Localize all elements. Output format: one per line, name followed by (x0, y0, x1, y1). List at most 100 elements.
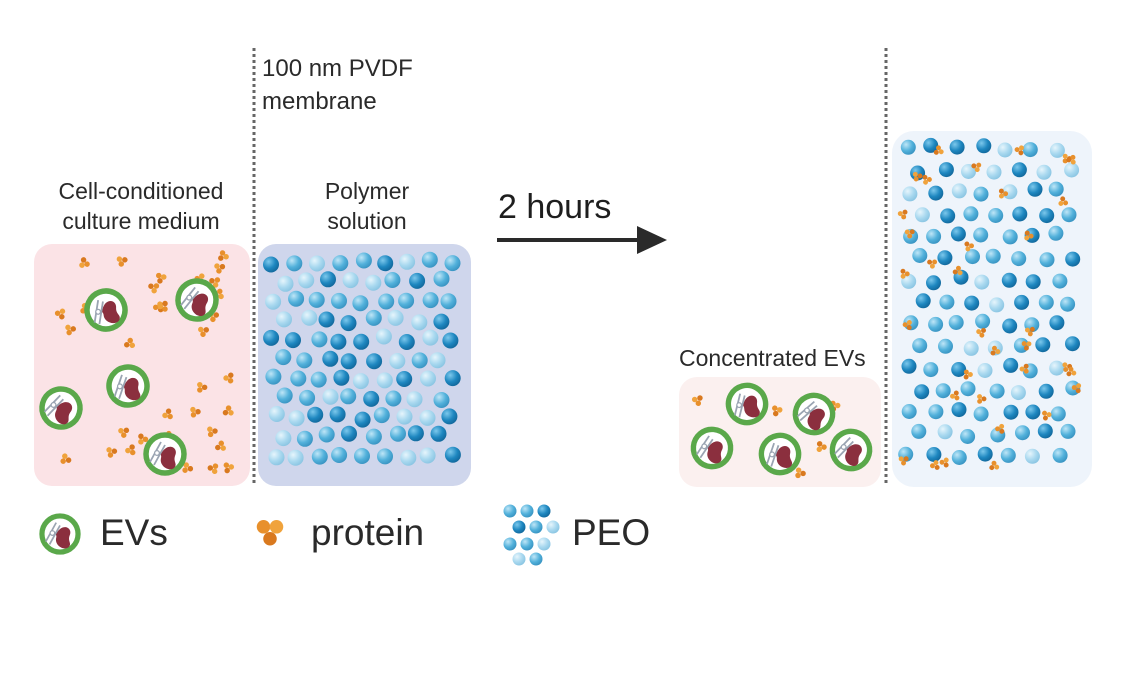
membrane-label: 100 nm PVDF membrane (262, 52, 413, 118)
peo-bead (1064, 162, 1080, 178)
peo-bead (433, 392, 450, 408)
peo-bead (366, 353, 383, 370)
peo-bead (512, 520, 526, 534)
peo-bead (376, 372, 393, 389)
peo-bead (299, 389, 316, 406)
peo-bead (937, 424, 953, 440)
peo-bead (928, 404, 944, 420)
peo-bead (529, 552, 543, 566)
peo-bead (365, 274, 382, 291)
peo-bead (977, 446, 993, 462)
legend-protein-label: protein (311, 512, 425, 553)
peo-bead (973, 227, 989, 243)
peo-bead (263, 256, 279, 273)
peo-bead (902, 186, 918, 202)
peo-bead (268, 406, 285, 422)
peo-bead (409, 272, 426, 289)
peo-bead (310, 371, 327, 388)
peo-bead (373, 407, 390, 424)
peo-bead (1012, 206, 1028, 222)
peo-bead (275, 349, 292, 366)
peo-bead (974, 274, 990, 290)
peo-bead (375, 328, 392, 345)
peo-bead (951, 362, 967, 377)
peo-bead (298, 272, 315, 289)
peo-bead (1037, 423, 1053, 439)
peo-bead (1003, 404, 1019, 420)
legend-peo-icon (503, 504, 560, 566)
peo-bead (342, 272, 359, 289)
peo-bead (290, 370, 307, 387)
peo-bead (1035, 337, 1051, 353)
peo-bead (363, 390, 380, 407)
peo-bead (923, 362, 939, 378)
peo-bead (1000, 447, 1016, 463)
peo-bead (407, 425, 424, 442)
peo-bead (940, 208, 956, 224)
peo-bead (1010, 385, 1026, 401)
peo-bead (353, 333, 370, 350)
peo-bead (322, 350, 339, 367)
peo-bead (440, 293, 457, 310)
peo-bead (937, 250, 953, 266)
peo-bead (963, 206, 979, 222)
peo-bead (277, 275, 294, 292)
peo-bead (296, 352, 313, 369)
peo-bead (318, 426, 335, 443)
peo-bead (951, 402, 967, 418)
peo-bead (433, 270, 450, 287)
peo-bead (275, 430, 292, 447)
peo-bead (288, 410, 305, 427)
peo-bead (1013, 337, 1029, 353)
peo-bead (1049, 360, 1065, 376)
ev-vesicle (692, 428, 732, 468)
peo-bead (1002, 318, 1018, 334)
peo-bead (422, 329, 439, 346)
peo-bead (420, 370, 436, 387)
peo-bead (354, 411, 371, 428)
medium-label-line2: culture medium (62, 208, 220, 234)
peo-bead (265, 368, 282, 385)
peo-bead (977, 363, 993, 378)
peo-bead (923, 137, 939, 153)
peo-bead (422, 292, 439, 309)
peo-bead (399, 253, 416, 270)
peo-bead (1050, 406, 1066, 422)
concentrated-label: Concentrated EVs (679, 345, 866, 371)
peo-bead (529, 520, 543, 534)
peo-bead (1014, 294, 1030, 310)
peo-bead (400, 449, 417, 466)
peo-bead (1011, 162, 1027, 178)
polymer-label: Polymer solution (262, 176, 472, 236)
peo-bead (301, 309, 318, 326)
peo-bead (1065, 251, 1081, 267)
membrane-label-line2: membrane (262, 88, 377, 115)
peo-bead (1049, 142, 1065, 158)
peo-bead (287, 449, 304, 466)
peo-bead (387, 309, 404, 326)
peo-bead (1036, 164, 1052, 180)
peo-bead (1060, 296, 1076, 312)
peo-bead (960, 429, 976, 444)
peo-bead (911, 423, 927, 439)
peo-bead (286, 255, 303, 272)
peo-bead (997, 142, 1013, 158)
ev-vesicle (146, 435, 184, 473)
peo-bead (406, 391, 423, 408)
peo-bead (320, 271, 336, 288)
peo-bead (953, 269, 969, 285)
time-arrow (497, 226, 667, 254)
peo-bead (912, 248, 928, 263)
medium-label: Cell-conditioned culture medium (30, 176, 252, 236)
peo-bead (964, 295, 980, 311)
peo-bead (901, 404, 917, 419)
peo-bead (396, 371, 413, 387)
legend-protein-icon (256, 520, 284, 546)
peo-bead (352, 295, 369, 312)
peo-bead (441, 408, 458, 425)
peo-bead (520, 537, 534, 551)
peo-bead (421, 251, 438, 268)
peo-bead (901, 358, 917, 374)
peo-bead (503, 537, 517, 551)
peo-bead (914, 384, 930, 400)
